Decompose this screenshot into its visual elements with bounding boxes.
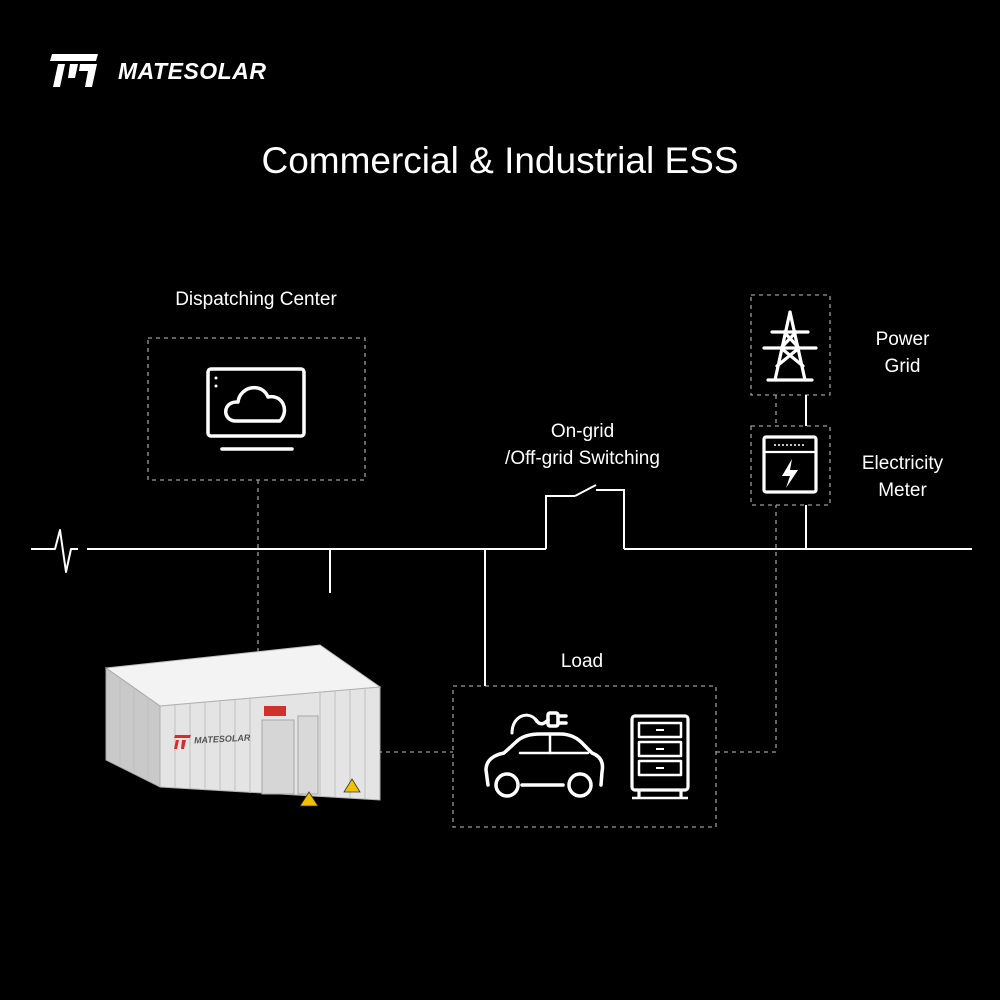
brand-name: MATESOLAR (118, 58, 267, 84)
cloud-monitor-icon (206, 367, 306, 451)
power-grid-label: Power Grid (845, 326, 960, 380)
communication-lines (257, 395, 777, 753)
ac-signal-icon (31, 529, 78, 573)
switching-label-line-2: /Off-grid Switching (505, 448, 660, 469)
switching-label-line-1: On-grid (550, 421, 615, 442)
power-grid-label-line-2: Grid (884, 356, 921, 377)
electricity-meter-label-line-2: Meter (878, 480, 927, 501)
container-logo-icon (174, 735, 191, 749)
power-grid-box (750, 294, 831, 396)
electricity-meter-label-line-1: Electricity (861, 453, 944, 474)
page-title: Commercial & Industrial ESS (261, 140, 739, 181)
dispatching-center-label: Dispatching Center (175, 289, 337, 310)
switching-label: On-grid /Off-grid Switching (460, 418, 705, 472)
power-grid-label-line-1: Power (875, 329, 930, 350)
load-box (452, 685, 717, 828)
load-label: Load (560, 651, 604, 672)
main-bus (87, 395, 972, 686)
dispatching-center-box (147, 337, 366, 481)
battery-cabinet-icon (630, 714, 690, 800)
matesolar-logo-icon (50, 54, 98, 87)
electric-car-icon (484, 711, 605, 798)
electricity-meter-label: Electricity Meter (840, 450, 965, 504)
energy-storage-container (104, 644, 382, 807)
transmission-tower-icon (762, 310, 818, 382)
electricity-meter-icon (762, 435, 818, 494)
